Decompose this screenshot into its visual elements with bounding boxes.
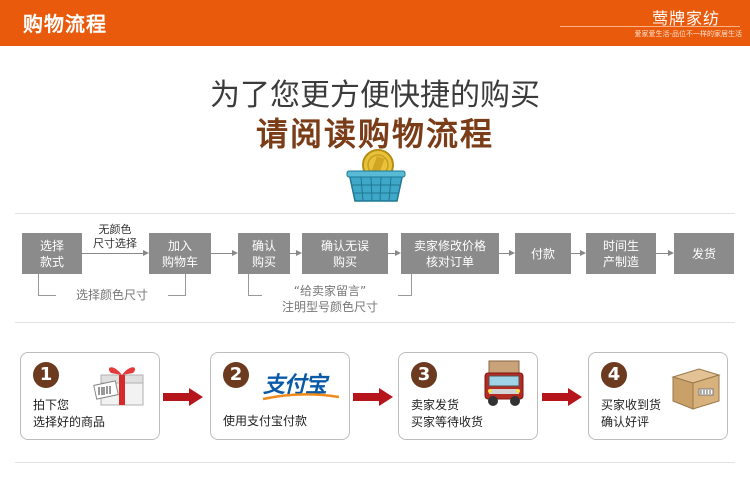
header-bar: 购物流程 莺牌家纺 爱家爱生活-品位不一样的家居生活 — [0, 0, 750, 46]
flow-arrow-head — [143, 250, 149, 256]
flow-arrow — [388, 253, 395, 254]
card-place-order: 1 拍下您选择好的商品 — [20, 352, 160, 440]
flow-arrow — [656, 253, 668, 254]
step-select-style: 选择款式 — [22, 233, 82, 274]
step-production: 时间生产制造 — [586, 233, 656, 274]
step-number-badge: 3 — [411, 362, 437, 388]
step-label: 产制造 — [602, 254, 639, 269]
card-caption: 拍下您选择好的商品 — [33, 398, 106, 429]
truck-icon — [484, 360, 524, 406]
flow-arrow-head — [668, 250, 674, 256]
section-divider-bottom — [15, 462, 735, 463]
card-alipay: 2 支付宝 使用支付宝付款 — [210, 352, 350, 440]
note-select-color-size: 选择颜色尺寸 — [56, 287, 168, 303]
card-received: 4 买家收到货确认好评 — [588, 352, 728, 440]
step-ship: 发货 — [674, 233, 734, 274]
step-confirm-correct: 确认无误购买 — [302, 233, 388, 274]
step-number-badge: 2 — [223, 362, 249, 388]
step-label: 确认 — [251, 238, 276, 253]
shopping-basket-icon — [346, 149, 406, 202]
step-confirm-purchase: 确认购买 — [238, 233, 290, 274]
step-label: 款式 — [39, 254, 64, 269]
note-no-color-size: 无颜色尺寸选择 — [93, 223, 137, 250]
brand-name: 莺牌家纺 — [651, 9, 720, 28]
flow-arrow-head — [296, 250, 302, 256]
gift-icon — [93, 367, 144, 406]
headline-primary: 为了您更方便快捷的购买 — [210, 78, 540, 113]
step-seller-adjust-price: 卖家修改价格核对订单 — [401, 233, 499, 274]
section-divider-middle — [15, 322, 735, 323]
step-label: 确认无误 — [320, 238, 369, 253]
step-label: 卖家修改价格 — [413, 238, 486, 253]
step-label: 付款 — [530, 246, 555, 261]
page-title: 购物流程 — [23, 12, 107, 36]
package-icon — [671, 368, 721, 410]
step-label: 加入 — [167, 238, 192, 253]
step-label: 时间生 — [602, 238, 639, 253]
card-caption: 卖家发货买家等待收货 — [411, 398, 484, 429]
step-payment: 付款 — [515, 233, 571, 274]
flow-arrow — [499, 253, 509, 254]
step-label: 购买 — [251, 254, 276, 269]
step-label: 发货 — [691, 246, 716, 261]
red-arrow-icon — [163, 388, 203, 406]
note-leave-message: “给卖家留言”注明型号颜色尺寸 — [262, 283, 398, 315]
section-divider-top — [15, 213, 735, 214]
flow-arrow-head — [232, 250, 238, 256]
card-shipping: 3 卖家发货买家等待收货 — [398, 352, 538, 440]
flow-arrow — [211, 253, 232, 254]
flow-arrow — [82, 253, 143, 254]
step-add-to-cart: 加入购物车 — [149, 233, 211, 274]
header-divider — [560, 26, 740, 27]
flow-arrow-head — [580, 250, 586, 256]
red-arrow-icon — [542, 388, 582, 406]
headline-secondary: 请阅读购物流程 — [255, 115, 494, 153]
step-number-badge: 4 — [601, 362, 627, 388]
alipay-swoosh-icon — [262, 393, 340, 401]
step-label: 购买 — [332, 254, 357, 269]
card-caption: 买家收到货确认好评 — [601, 398, 662, 429]
flow-arrow — [290, 253, 296, 254]
step-label: 核对订单 — [425, 254, 474, 269]
brand-slogan: 爱家爱生活-品位不一样的家居生活 — [634, 30, 742, 38]
card-caption: 使用支付宝付款 — [223, 414, 308, 428]
step-label: 选择 — [39, 238, 64, 253]
flow-arrow-head — [509, 250, 515, 256]
red-arrow-icon — [353, 388, 393, 406]
step-number-badge: 1 — [33, 362, 59, 388]
flow-arrow-head — [395, 250, 401, 256]
flow-arrow — [571, 253, 580, 254]
step-label: 购物车 — [161, 254, 198, 269]
